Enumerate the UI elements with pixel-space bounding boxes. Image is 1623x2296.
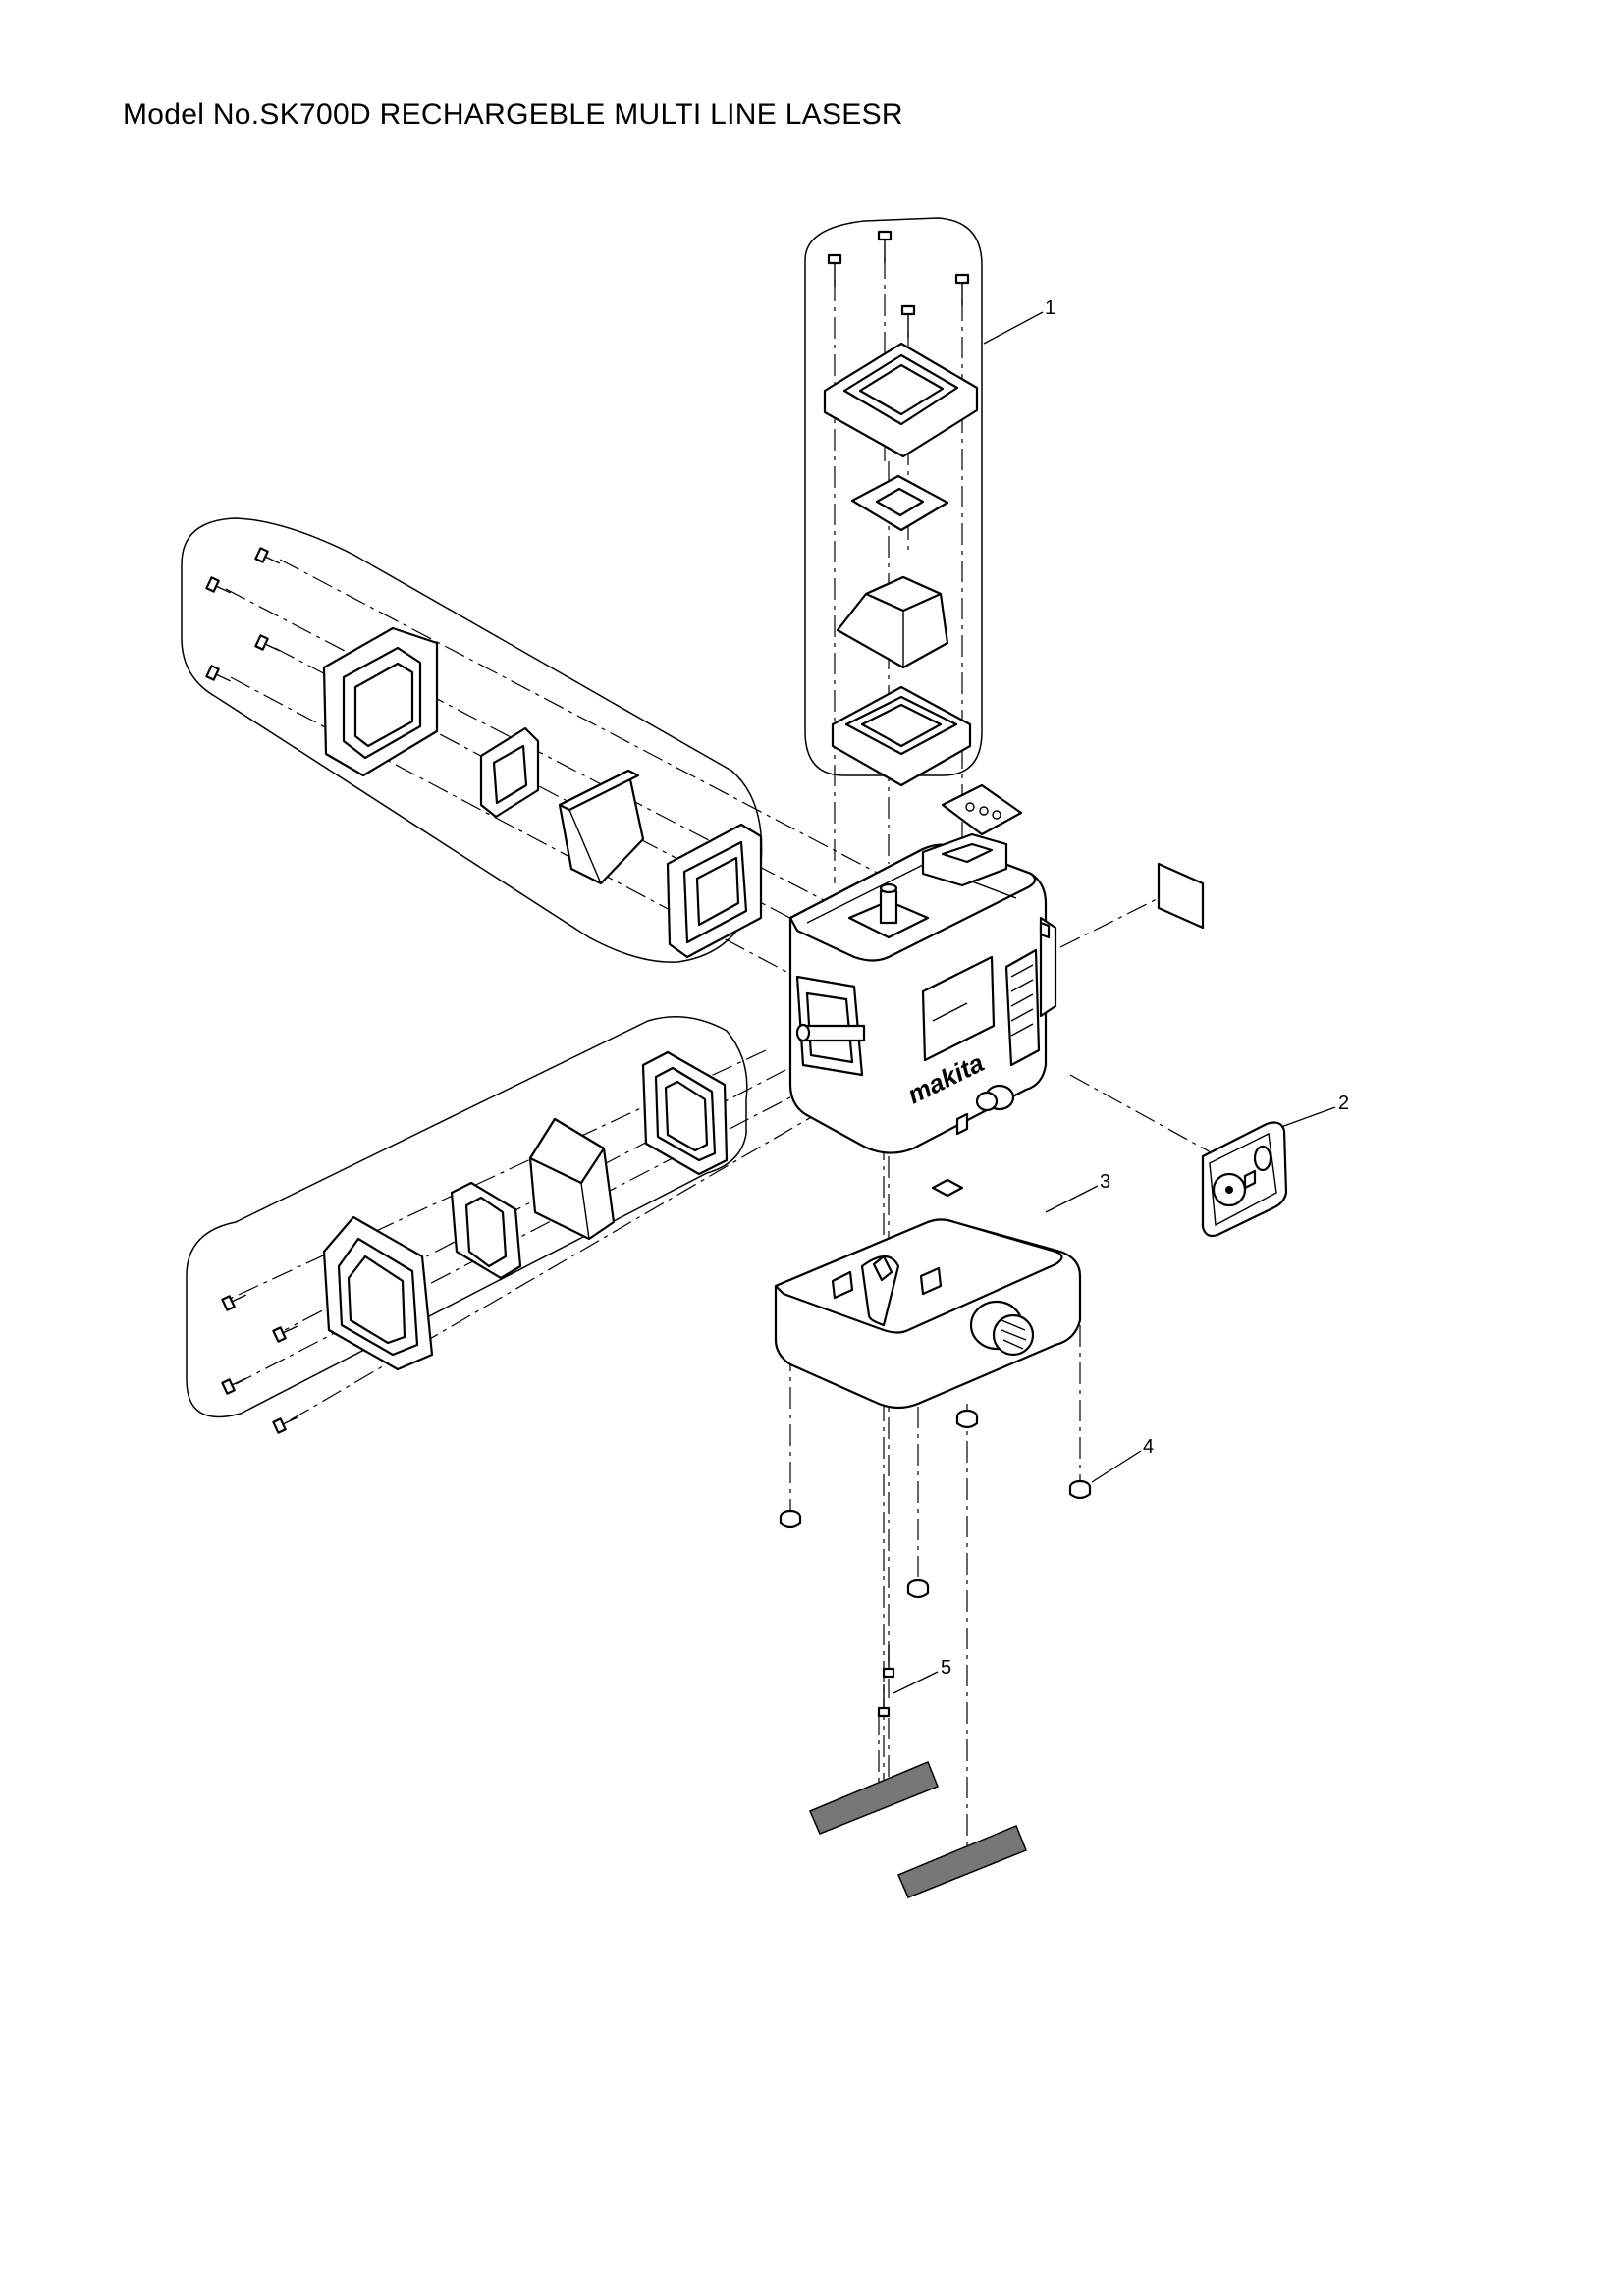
callout-number: 3 [1100,1171,1110,1193]
group-outline-front-window [186,1016,748,1418]
top-window-assembly [823,230,979,787]
rubber-feet [779,1409,1092,1599]
top-cover-frame [823,342,979,458]
main-housing: makita [788,832,1057,1154]
front-screws [221,1294,298,1434]
label-plate [941,783,1023,836]
front-glass-box [528,1117,616,1241]
bottom-pads [809,1761,1027,1898]
top-screws [827,230,970,338]
left-base-frame [666,823,763,959]
callout-number: 5 [941,1657,951,1679]
top-gasket [850,474,949,532]
callout-5: 5 [893,1657,951,1694]
left-cover-frame [322,626,439,777]
left-screws [205,547,280,682]
foot [906,1578,930,1599]
bottom-pad [897,1825,1027,1898]
bottom-pad [809,1761,939,1835]
left-glass-box [558,769,645,885]
base-unit [774,1178,1082,1410]
callout-number: 2 [1338,1093,1349,1114]
target-plate [1157,862,1205,930]
group-outline-top-window [804,217,983,776]
housing-knob [975,1084,1015,1112]
left-gasket [479,726,540,819]
callout-1: 1 [983,297,1055,345]
front-window-assembly [221,1050,729,1434]
bottom-screws [877,1645,895,1718]
front-cover-frame [322,1215,434,1371]
assembly-centerlines [225,257,1214,1855]
callout-3: 3 [1045,1171,1110,1213]
left-window-assembly [205,547,763,959]
top-base-frame [831,685,972,787]
diagram-title: Model No.SK700D RECHARGEBLE MULTI LINE L… [123,98,903,131]
front-gasket [450,1181,522,1280]
callout-4: 4 [1091,1436,1154,1483]
front-base-frame [641,1050,729,1176]
callout-number: 1 [1045,297,1055,319]
foot [779,1509,802,1529]
top-glass-box [836,575,949,669]
control-panel-label [1201,1121,1288,1238]
callout-number: 4 [1143,1436,1154,1458]
foot [955,1409,979,1429]
base-adjust-knob [969,1300,1035,1357]
foot [1068,1479,1092,1500]
housing-side-grip [1004,948,1041,1067]
callout-2: 2 [1280,1093,1349,1128]
